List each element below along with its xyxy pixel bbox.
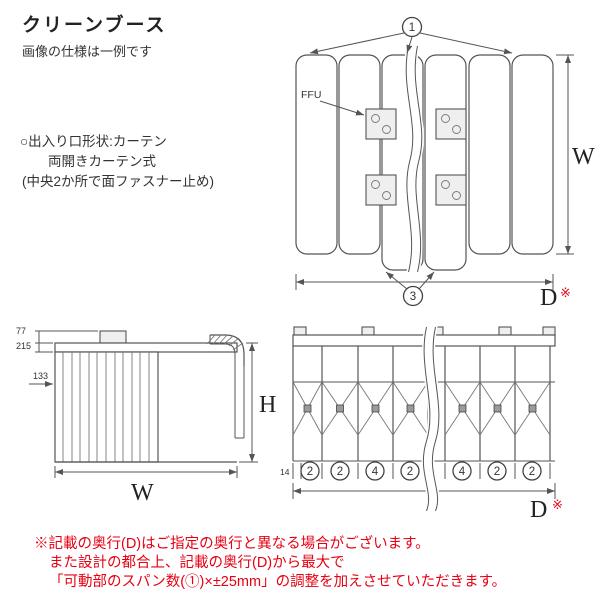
svg-text:2: 2 (307, 466, 313, 478)
circled-number-1: 1 (409, 22, 415, 34)
ffu-unit (435, 108, 467, 140)
ffu-unit (365, 108, 397, 140)
entrance-note-line2: 両開きカーテン式 (48, 154, 156, 169)
ffu-unit (365, 174, 397, 206)
circled-number-3: 3 (410, 291, 416, 303)
curtain-panels-plan (295, 54, 554, 271)
dim-215: 215 (16, 341, 31, 351)
width-dimension: W (54, 466, 238, 506)
circled-span-count: 4 (452, 461, 472, 481)
small-dimensions: 77 215 133 (16, 326, 98, 387)
svg-text:2: 2 (529, 466, 535, 478)
ffu-label: FFU (301, 89, 321, 101)
svg-text:4: 4 (372, 466, 379, 478)
width-label: W (572, 144, 595, 170)
side-view-diagram: 77 215 133 H W (16, 326, 276, 506)
depth-label: D (540, 285, 557, 311)
corner-frame (206, 334, 245, 439)
svg-text:2: 2 (337, 466, 343, 478)
scissor-braces (292, 381, 551, 436)
ffu-units (365, 108, 467, 206)
dim-77: 77 (16, 326, 26, 336)
svg-text:2: 2 (407, 466, 413, 478)
break-line (421, 325, 441, 518)
depth-label: D (530, 497, 547, 523)
roof-unit (99, 330, 127, 344)
page-title: クリーンブース (22, 15, 167, 36)
width-dimension: W (556, 54, 595, 255)
disclaimer-line2: また設計の都合上、記載の奥行(D)から最大で (49, 555, 345, 571)
circled-span-count: 2 (300, 461, 320, 481)
top-rail (54, 342, 238, 353)
depth-disclaimer: ※記載の奥行(D)はご指定の奥行と異なる場合がございます。 また設計の都合上、記… (34, 535, 506, 592)
depth-ref-mark: ※ (552, 497, 563, 512)
plan-view-diagram: FFU 1 W D ※ 3 (295, 16, 595, 311)
dim-133: 133 (33, 371, 48, 381)
entrance-note: ○出入り口形状:カーテン 両開きカーテン式 (中央2か所で面ファスナー止め) (20, 132, 214, 192)
front-view-diagram: 14 2 2 4 2 (280, 325, 563, 523)
circled-span-count: 2 (330, 461, 350, 481)
depth-dimension (292, 483, 556, 499)
dim-14: 14 (280, 467, 290, 477)
disclaimer-line3: 「可動部のスパン数(①)×±25mm」の調整を加えさせていただきます。 (49, 574, 507, 590)
posts (292, 346, 551, 461)
entrance-note-line1: ○出入り口形状:カーテン (20, 134, 167, 149)
page-subtitle: 画像の仕様は一例です (22, 44, 153, 59)
svg-text:2: 2 (494, 466, 500, 478)
circled-span-count: 2 (487, 461, 507, 481)
depth-dimension: D ※ (295, 274, 571, 311)
span-count-markers: 2 2 4 2 4 2 2 (300, 461, 542, 481)
span-marker-top: 1 (309, 16, 513, 55)
entrance-note-line3: (中央2か所で面ファスナー止め) (22, 174, 214, 189)
ffu-callout: FFU (301, 89, 365, 116)
height-dimension: H (239, 342, 276, 463)
circled-span-count: 2 (400, 461, 420, 481)
disclaimer-line1: ※記載の奥行(D)はご指定の奥行と異なる場合がございます。 (34, 536, 430, 552)
pivot-plates (303, 404, 537, 413)
depth-ref-mark: ※ (560, 285, 571, 300)
door-marker: 3 (385, 271, 435, 307)
break-line (404, 39, 424, 279)
circled-span-count: 2 (522, 461, 542, 481)
svg-text:4: 4 (459, 466, 466, 478)
height-label: H (259, 392, 276, 418)
ffu-unit (435, 174, 467, 206)
circled-span-count: 4 (365, 461, 385, 481)
width-label: W (131, 480, 154, 506)
curtain-wall (54, 351, 159, 463)
